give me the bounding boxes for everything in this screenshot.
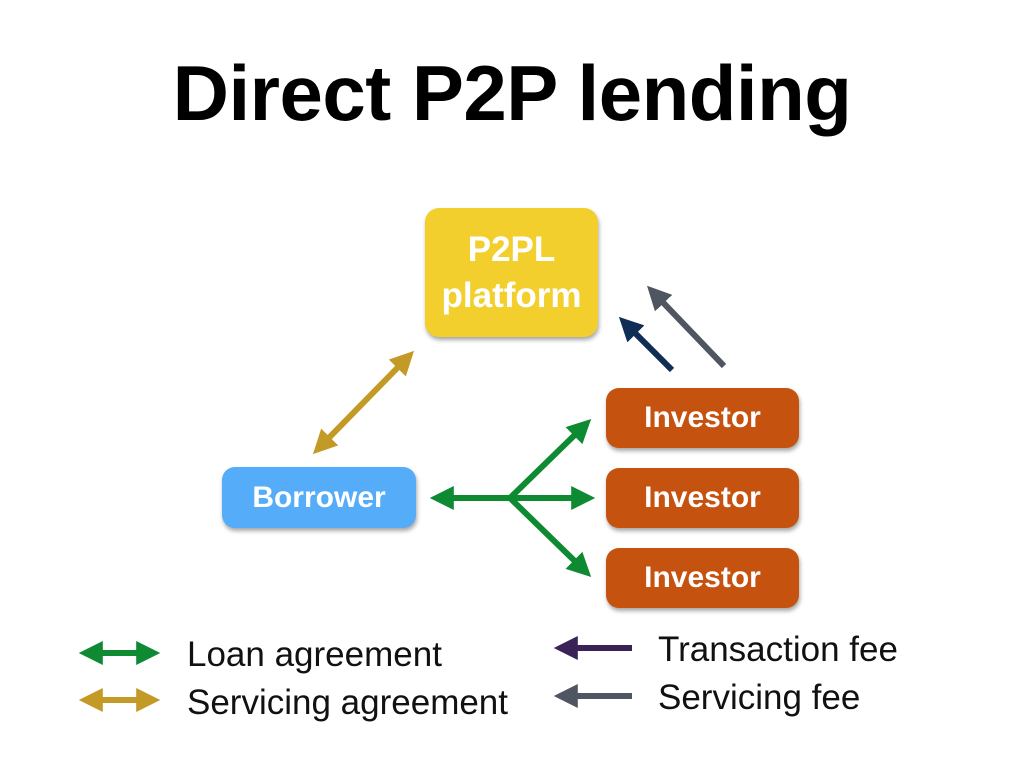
legend-loan-agreement: Loan agreement <box>187 635 442 674</box>
legend-servicing-fee: Servicing fee <box>658 678 861 717</box>
legend-transaction-fee: Transaction fee <box>658 630 898 669</box>
page-title: Direct P2P lending <box>172 49 852 137</box>
loan-agreement-arrow-investor-1 <box>507 418 592 501</box>
investor-node-1: Investor <box>606 388 799 448</box>
investor-node-2: Investor <box>606 468 799 528</box>
legend-servicing-agreement: Servicing agreement <box>187 683 508 722</box>
platform-label-line-2: platform <box>441 275 582 315</box>
investor-node-3: Investor <box>606 548 799 608</box>
transaction-fee-arrow <box>618 316 675 373</box>
servicing-agreement-arrow <box>312 350 415 455</box>
loan-agreement-arrow-investor-3 <box>507 495 592 578</box>
platform-label-line-1: P2PL <box>467 229 556 269</box>
p2pl-platform-node: P2PL platform <box>425 208 598 337</box>
servicing-fee-arrow <box>647 285 727 369</box>
borrower-node: Borrower <box>222 467 416 528</box>
